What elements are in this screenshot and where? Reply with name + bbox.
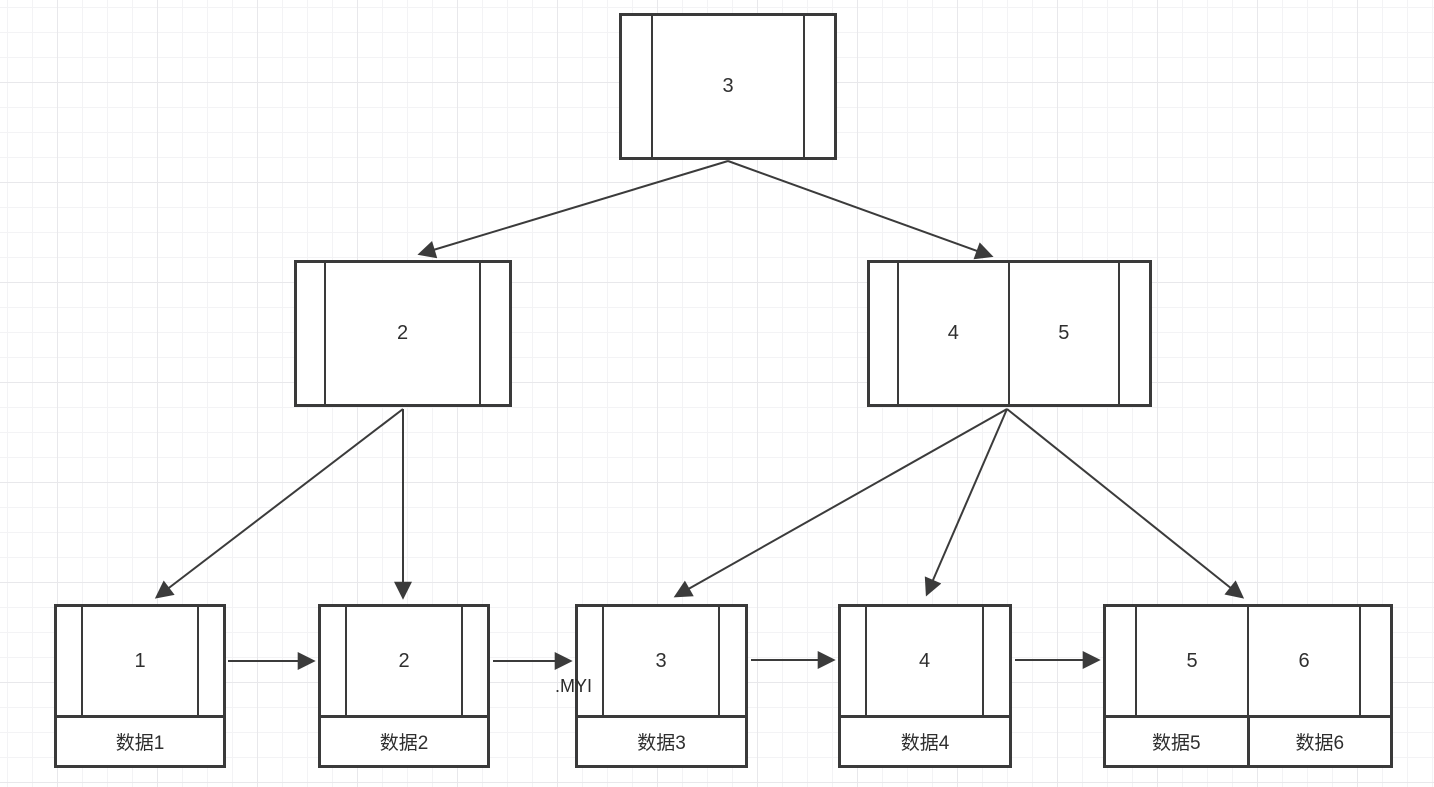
key-cell: 5	[1137, 607, 1249, 715]
leaf-node-5-6: 5 6 数据5 数据6	[1103, 604, 1393, 768]
arrow-internal-right-to-leaf-4	[924, 408, 1008, 597]
pointer-cell	[297, 263, 326, 404]
leaf-node-4: 4 数据4	[838, 604, 1012, 768]
key-cell: 4	[899, 263, 1010, 404]
leaf-data-row: 数据2	[321, 718, 487, 765]
leaf-key-row: 3	[578, 607, 745, 718]
arrow-internal-right-to-leaf-3	[673, 408, 1008, 598]
leaf-data-row: 数据4	[841, 718, 1009, 765]
pointer-cell	[803, 16, 834, 157]
data-cell: 数据2	[379, 733, 429, 754]
leaf-node-2: 2 数据2	[318, 604, 490, 768]
leaf-data-row: 数据3	[578, 718, 745, 765]
data-cell: 数据4	[900, 733, 950, 754]
leaf-key-row: 4	[841, 607, 1009, 718]
root-node: 3	[619, 13, 837, 160]
key-cell: 6	[1298, 649, 1310, 672]
myi-annotation: .MYI	[555, 676, 593, 696]
data-cell: 数据1	[115, 733, 165, 754]
data-cell: 数据3	[637, 733, 686, 754]
key-cell: 3	[722, 75, 734, 97]
leaf-node-1: 1 数据1	[54, 604, 226, 768]
pointer-cell	[479, 263, 509, 404]
key-cell: 5	[1058, 322, 1070, 344]
pointer-cell	[1106, 607, 1137, 715]
pointer-cell	[1118, 263, 1149, 404]
leaf-key-row: 1	[57, 607, 223, 718]
pointer-cell	[57, 607, 83, 715]
key-cell: 1	[134, 649, 146, 672]
data-cell: 数据5	[1106, 718, 1250, 765]
key-cell: 4	[918, 649, 931, 672]
arrow-internal-left-to-leaf-1	[154, 408, 404, 599]
pointer-cell	[982, 607, 1009, 715]
key-cell: 3	[655, 649, 667, 672]
pointer-cell	[461, 607, 487, 715]
pointer-cell	[841, 607, 867, 715]
arrow-internal-right-to-leaf-5-6	[1006, 408, 1245, 599]
key-cell: 2	[398, 649, 410, 672]
leaf-key-row: 2	[321, 607, 487, 718]
pointer-cell	[870, 263, 899, 404]
leaf-node-3: 3 数据3	[575, 604, 748, 768]
pointer-cell	[321, 607, 347, 715]
leaf-data-row: 数据5 数据6	[1106, 718, 1390, 765]
internal-node-right: 4 5	[867, 260, 1152, 407]
pointer-cell	[1359, 607, 1390, 715]
pointer-cell	[718, 607, 745, 715]
arrow-root-to-internal-left	[417, 160, 729, 259]
leaf-data-row: 数据1	[57, 718, 223, 765]
data-cell: 数据6	[1295, 733, 1345, 754]
arrow-root-to-internal-right	[727, 160, 994, 260]
pointer-cell	[578, 607, 604, 715]
pointer-cell	[622, 16, 653, 157]
key-cell: 2	[396, 322, 409, 344]
leaf-key-row: 5 6	[1106, 607, 1390, 718]
pointer-cell	[197, 607, 223, 715]
internal-node-left: 2	[294, 260, 512, 407]
